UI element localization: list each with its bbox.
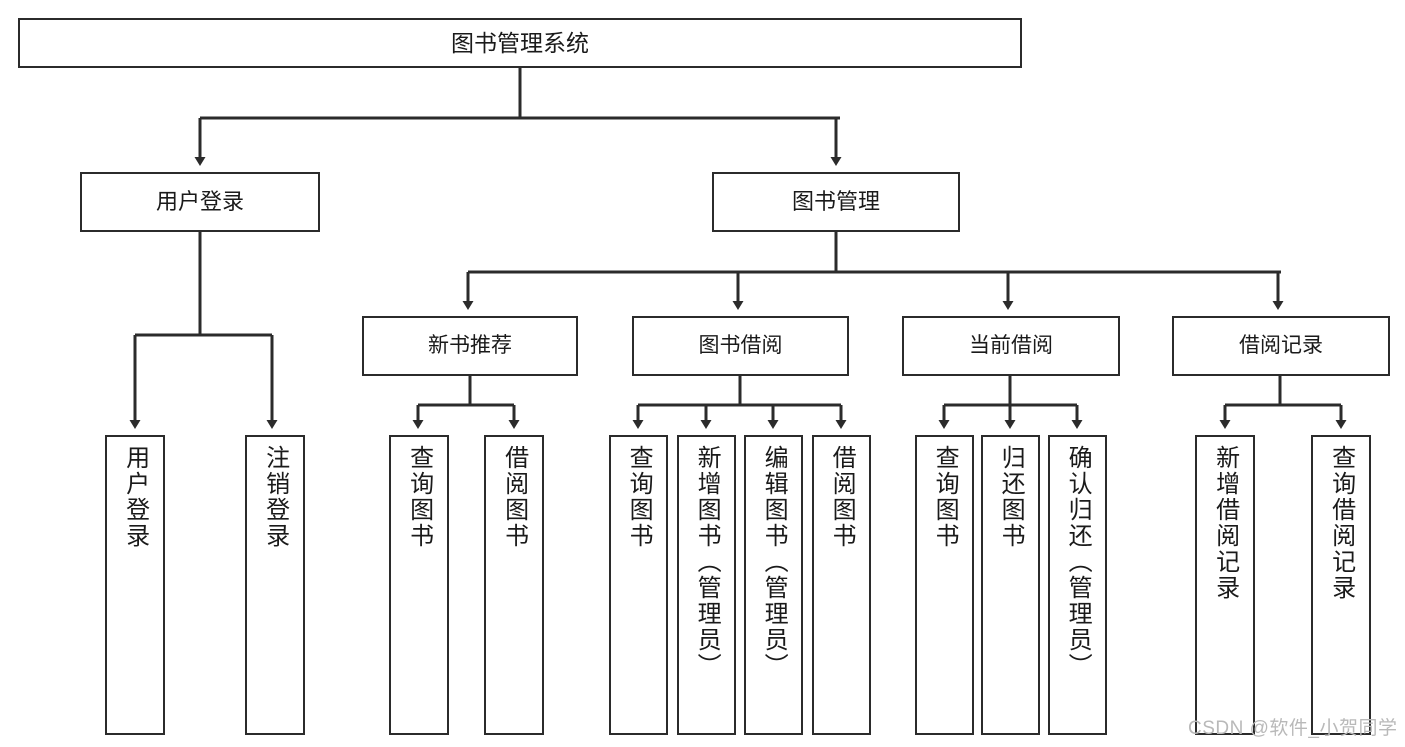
node-leaf-edit-book[interactable]: 编辑图书（管理员） (744, 435, 803, 735)
node-leaf-user-login-label: 用户登录 (121, 445, 149, 549)
node-leaf-return-book[interactable]: 归还图书 (981, 435, 1040, 735)
node-leaf-return-book-label: 归还图书 (997, 445, 1025, 549)
node-leaf-query-book-3-label: 查询图书 (931, 445, 959, 549)
node-leaf-logout[interactable]: 注销登录 (245, 435, 305, 735)
node-leaf-query-book-2[interactable]: 查询图书 (609, 435, 668, 735)
node-user-login-label: 用户登录 (155, 188, 244, 214)
node-leaf-confirm-return-label: 确认归还（管理员） (1064, 445, 1092, 679)
node-root[interactable]: 图书管理系统 (18, 18, 1022, 68)
node-borrow-record[interactable]: 借阅记录 (1172, 316, 1390, 376)
node-leaf-borrow-book-1-label: 借阅图书 (500, 445, 528, 549)
node-leaf-query-book-2-label: 查询图书 (625, 445, 653, 549)
node-root-label: 图书管理系统 (451, 29, 589, 56)
node-leaf-query-record[interactable]: 查询借阅记录 (1311, 435, 1371, 735)
node-leaf-user-login[interactable]: 用户登录 (105, 435, 165, 735)
node-current-borrow-label: 当前借阅 (969, 334, 1053, 358)
node-leaf-edit-book-label: 编辑图书（管理员） (760, 445, 788, 679)
node-book-borrow[interactable]: 图书借阅 (632, 316, 849, 376)
node-current-borrow[interactable]: 当前借阅 (902, 316, 1120, 376)
node-user-login[interactable]: 用户登录 (80, 172, 320, 232)
node-leaf-add-book[interactable]: 新增图书（管理员） (677, 435, 736, 735)
node-book-manage-label: 图书管理 (791, 188, 880, 214)
node-new-book-recommend-label: 新书推荐 (428, 334, 512, 358)
node-leaf-query-book-3[interactable]: 查询图书 (915, 435, 974, 735)
watermark-text: CSDN @软件_小贺同学 (1188, 718, 1398, 739)
node-leaf-logout-label: 注销登录 (261, 445, 289, 549)
node-leaf-borrow-book-2-label: 借阅图书 (828, 445, 856, 549)
node-book-borrow-label: 图书借阅 (698, 334, 783, 358)
node-leaf-borrow-book-1[interactable]: 借阅图书 (484, 435, 544, 735)
node-leaf-add-record-label: 新增借阅记录 (1211, 445, 1239, 601)
node-new-book-recommend[interactable]: 新书推荐 (362, 316, 578, 376)
node-leaf-query-record-label: 查询借阅记录 (1327, 445, 1355, 601)
node-leaf-borrow-book-2[interactable]: 借阅图书 (812, 435, 871, 735)
node-leaf-confirm-return[interactable]: 确认归还（管理员） (1048, 435, 1107, 735)
node-leaf-query-book-1-label: 查询图书 (405, 445, 433, 549)
node-borrow-record-label: 借阅记录 (1239, 334, 1323, 358)
node-leaf-query-book-1[interactable]: 查询图书 (389, 435, 449, 735)
node-leaf-add-record[interactable]: 新增借阅记录 (1195, 435, 1255, 735)
node-book-manage[interactable]: 图书管理 (712, 172, 960, 232)
node-leaf-add-book-label: 新增图书（管理员） (693, 445, 721, 679)
